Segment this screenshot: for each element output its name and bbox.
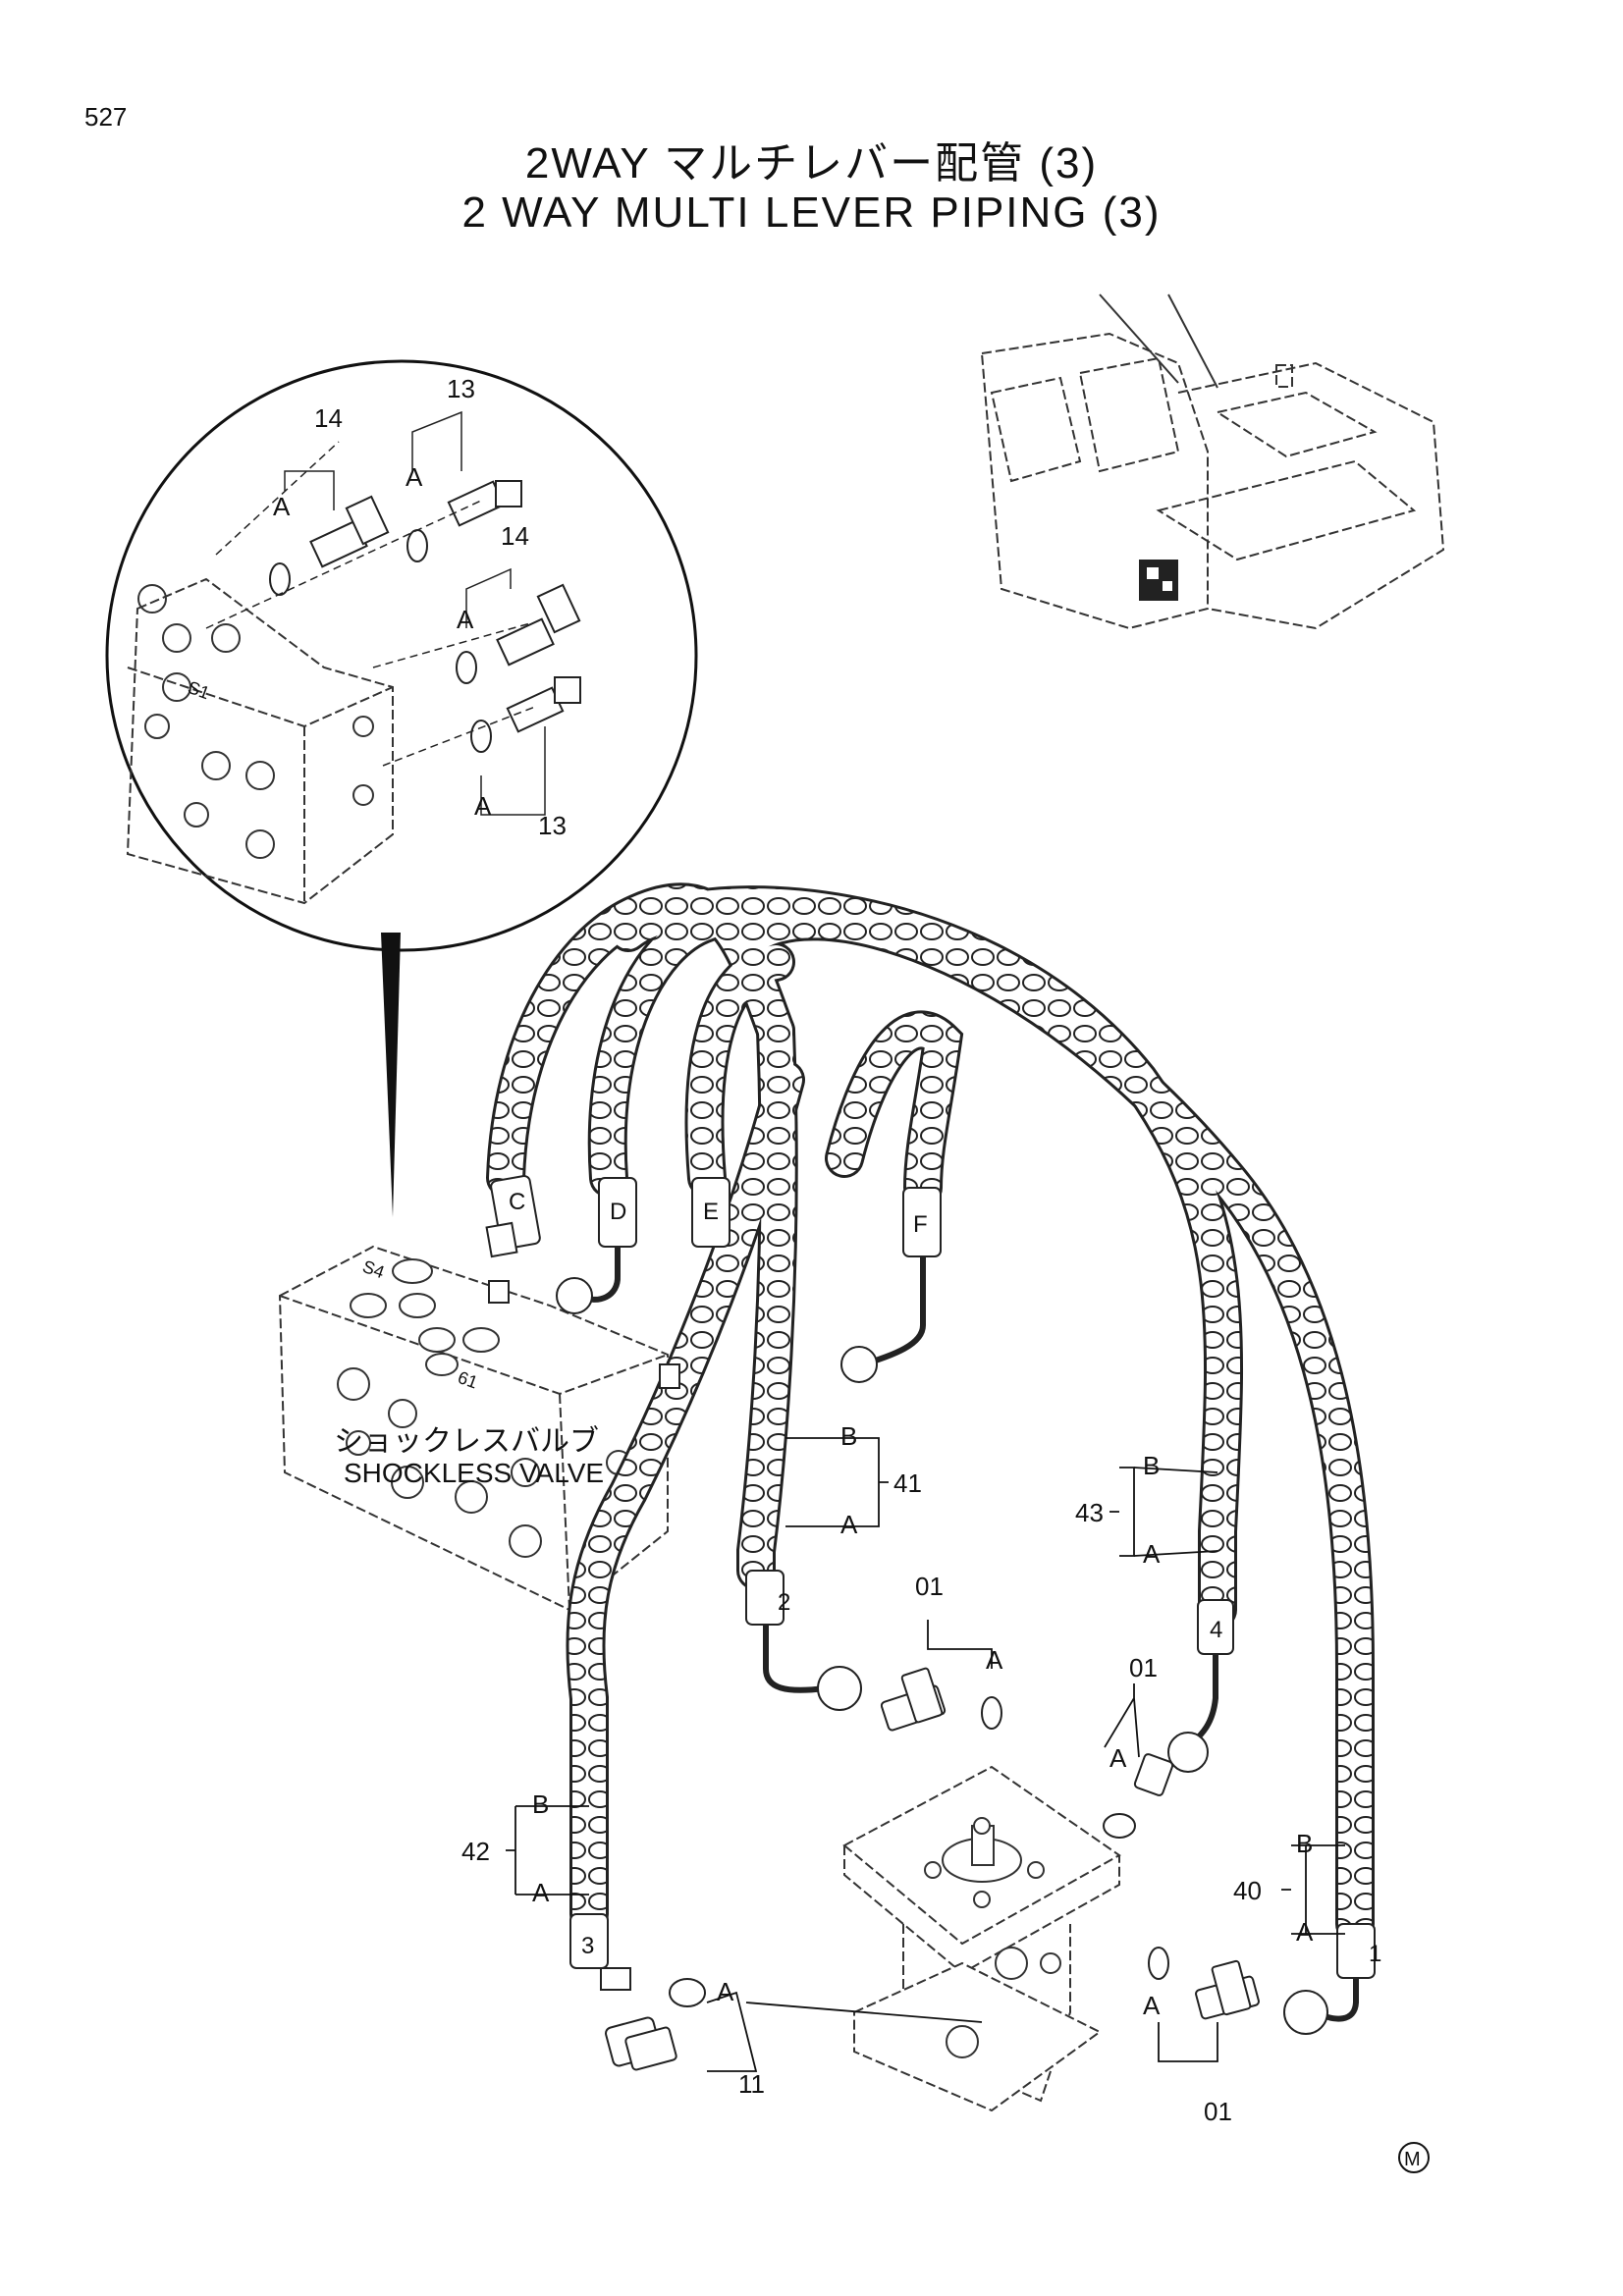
- label-43-b: B: [1143, 1451, 1160, 1480]
- label-hose-f: F: [913, 1211, 928, 1238]
- label-a-mid: A: [457, 605, 474, 634]
- title-english: 2 WAY MULTI LEVER PIPING (3): [461, 188, 1162, 237]
- label-a-bottom: A: [474, 791, 492, 821]
- label-43: 43: [1075, 1498, 1104, 1527]
- detail-circle: [105, 359, 698, 952]
- label-40-a: A: [1296, 1917, 1314, 1947]
- label-01-right-a: A: [1109, 1743, 1127, 1773]
- label-13-top: 13: [447, 374, 475, 403]
- label-hose-d: D: [610, 1199, 626, 1225]
- swivel-unit: [842, 1765, 1121, 2112]
- label-41-b: B: [840, 1421, 857, 1451]
- leader-lines: [506, 1437, 1345, 2072]
- label-14-mid: 14: [501, 521, 529, 551]
- label-a-left: A: [273, 492, 291, 521]
- valve-label-japanese: ショックレスバルブ: [334, 1425, 599, 1458]
- label-01-right: 01: [1129, 1653, 1158, 1682]
- valve-label-english: SHOCKLESS VALVE: [344, 1458, 604, 1488]
- label-01-bottom: 01: [1204, 2097, 1232, 2126]
- hose-fittings: [485, 1175, 1376, 2035]
- loose-fittings: [605, 1667, 1260, 2071]
- label-hose-3: 3: [581, 1933, 594, 1959]
- label-13-bottom: 13: [538, 811, 567, 840]
- label-43-a: A: [1143, 1539, 1161, 1569]
- label-01-bottom-a: A: [1143, 1991, 1161, 2020]
- label-40: 40: [1233, 1876, 1262, 1905]
- label-a-right: A: [406, 462, 423, 492]
- label-hose-1: 1: [1369, 1941, 1381, 1967]
- label-41-a: A: [840, 1510, 858, 1539]
- label-40-b: B: [1296, 1829, 1313, 1858]
- valve-location-icon: [1139, 560, 1178, 601]
- label-41: 41: [893, 1468, 922, 1498]
- label-hose-4: 4: [1210, 1617, 1222, 1643]
- label-01-left-a: A: [986, 1645, 1003, 1675]
- label-hose-e: E: [703, 1199, 719, 1225]
- label-42-a: A: [532, 1878, 550, 1907]
- label-hose-2: 2: [778, 1589, 790, 1616]
- hose-bundle: [486, 882, 1375, 1944]
- label-11-a: A: [717, 1977, 734, 2006]
- label-42: 42: [461, 1837, 490, 1866]
- excavator-overview: [980, 294, 1445, 630]
- label-01-left: 01: [915, 1572, 944, 1601]
- callout-pointer: [381, 933, 401, 1217]
- page-number: 527: [84, 102, 128, 132]
- label-11: 11: [738, 2069, 765, 2099]
- maker-mark-letter: M: [1404, 2149, 1421, 2170]
- title-japanese: 2WAY マルチレバー配管 (3): [524, 139, 1099, 187]
- label-hose-c: C: [509, 1189, 525, 1215]
- maker-mark: M: [1398, 2142, 1430, 2173]
- label-42-b: B: [532, 1789, 549, 1819]
- label-14-top: 14: [314, 403, 343, 433]
- shockless-valve: [278, 1245, 669, 1612]
